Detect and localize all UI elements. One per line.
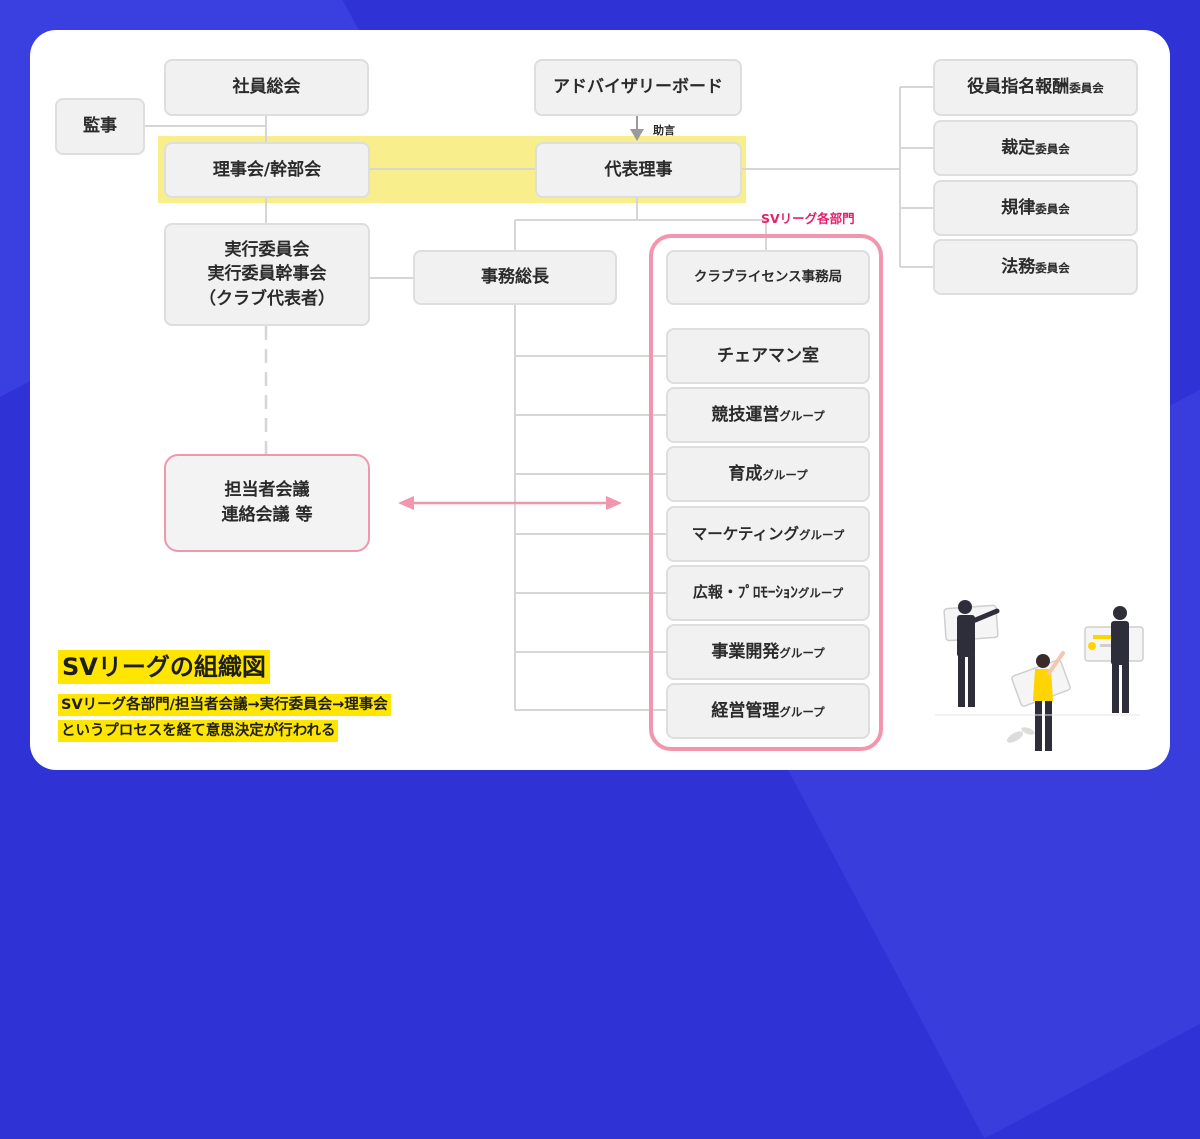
department-name: クラブライセンス事務局 (693, 268, 843, 285)
department-node: マーケティンググループ (666, 506, 870, 562)
meetings-node: 担当者会議 連絡会議 等 (164, 454, 370, 552)
department-suffix: グループ (779, 408, 825, 423)
org-chart-card: 社員総会 監事 アドバイザリーボード 助言 理事会/幹部会 代表理事 役員指名報… (30, 30, 1170, 770)
node-label: 事務総長 (481, 267, 549, 288)
auditor-node: 監事 (55, 98, 145, 155)
department-name: 育成 (728, 463, 763, 484)
department-suffix: グループ (779, 645, 825, 660)
department-name: チェアマン室 (717, 345, 819, 366)
committee-suffix: 委員会 (1035, 201, 1070, 216)
department-node: 競技運営グループ (666, 387, 870, 443)
node-label: アドバイザリーボード (553, 77, 723, 98)
committee-name: 裁定 (1001, 137, 1036, 158)
node-label-line: 担当者会議 (224, 480, 310, 501)
double-arrow-head-right (606, 496, 622, 510)
committee-name: 役員指名報酬 (967, 77, 1070, 98)
caption-line: というプロセスを経て意思決定が行われる (58, 720, 339, 742)
connector-lines (145, 86, 934, 711)
committee-suffix: 委員会 (1035, 260, 1070, 275)
department-node: 経営管理グループ (666, 683, 870, 739)
department-suffix: グループ (762, 467, 808, 482)
department-suffix: グループ (779, 704, 825, 719)
department-name: 競技運営 (711, 404, 780, 425)
departments-frame (649, 234, 883, 751)
secretary-general-node: 事務総長 (413, 250, 617, 305)
node-label-line: 実行委員幹事会 (207, 264, 327, 285)
representative-director-node: 代表理事 (535, 142, 742, 198)
committee-name: 法務 (1001, 256, 1036, 277)
node-label: 理事会/幹部会 (212, 159, 322, 180)
caption-title: SVリーグの組織図 (58, 650, 270, 684)
advice-arrow-head (630, 129, 644, 141)
committee-node: 役員指名報酬委員会 (933, 59, 1138, 116)
board-node: 理事会/幹部会 (164, 142, 370, 198)
department-name: 事業開発 (711, 641, 780, 662)
node-label-line: 実行委員会 (224, 239, 310, 260)
general-assembly-node: 社員総会 (164, 59, 369, 116)
department-name: 広報・ﾌﾟﾛﾓｰｼｮﾝ (692, 583, 798, 602)
committee-node: 法務委員会 (933, 239, 1138, 295)
department-name: 経営管理 (711, 700, 780, 721)
committee-suffix: 委員会 (1069, 81, 1104, 96)
department-name: マーケティング (691, 524, 799, 543)
committee-suffix: 委員会 (1035, 141, 1070, 156)
double-arrow-head-left (398, 496, 414, 510)
node-label-line: （クラブ代表者） (199, 288, 335, 309)
node-label: 監事 (83, 116, 117, 137)
committee-node: 規律委員会 (933, 180, 1138, 236)
caption-line: SVリーグ各部門/担当者会議→実行委員会→理事会 (58, 694, 391, 716)
department-node: クラブライセンス事務局 (666, 250, 870, 305)
department-node: 育成グループ (666, 446, 870, 502)
department-suffix: グループ (798, 527, 845, 542)
node-label: 代表理事 (604, 159, 673, 180)
node-label: 社員総会 (232, 77, 301, 98)
committee-name: 規律 (1001, 197, 1036, 218)
departments-label: SVリーグ各部門 (761, 211, 855, 226)
advisory-board-node: アドバイザリーボード (534, 59, 742, 116)
department-suffix: グループ (797, 586, 844, 601)
executive-committee-node: 実行委員会 実行委員幹事会 （クラブ代表者） (164, 223, 370, 326)
department-node: 事業開発グループ (666, 624, 870, 680)
department-node: 広報・ﾌﾟﾛﾓｰｼｮﾝグループ (666, 565, 870, 621)
team-illustration (935, 600, 1144, 751)
department-node: チェアマン室 (666, 328, 870, 384)
committee-node: 裁定委員会 (933, 120, 1138, 176)
node-label-line: 連絡会議 等 (221, 505, 313, 525)
advice-label: 助言 (653, 124, 675, 137)
